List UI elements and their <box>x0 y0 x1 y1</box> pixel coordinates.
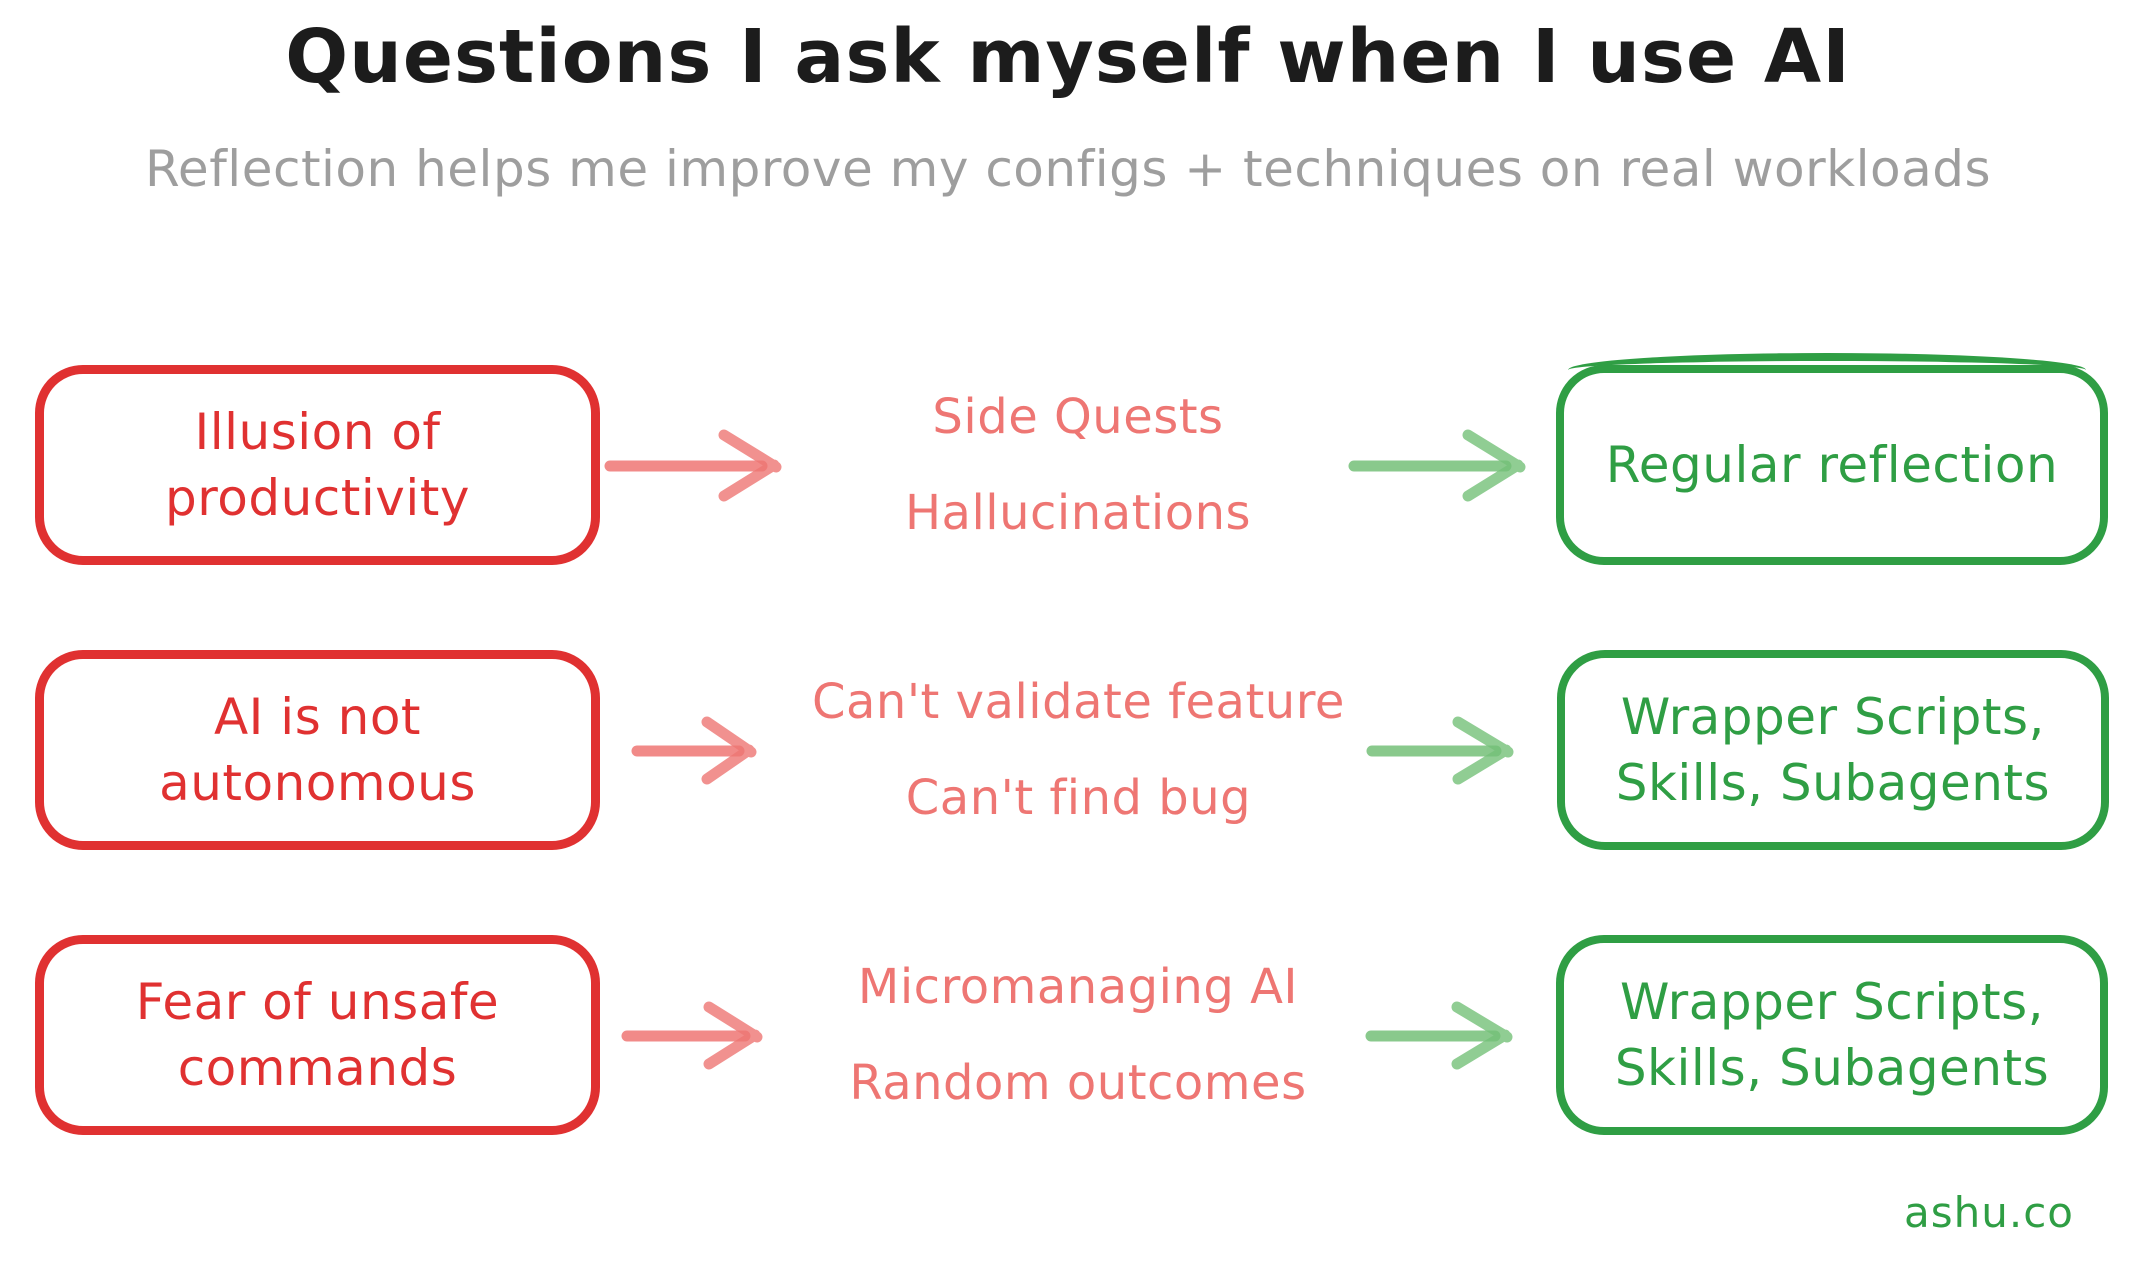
symptom-list: Can't validate feature Can't find bug <box>812 678 1345 822</box>
solution-text-line: Wrapper Scripts, <box>1619 973 2045 1031</box>
arrow-right-icon <box>604 429 782 502</box>
solution-text-line: Wrapper Scripts, <box>1620 688 2045 746</box>
page-title: Questions I ask myself when I use AI <box>285 14 1851 100</box>
problem-box: AI is not autonomous <box>35 650 600 850</box>
arrow-cell <box>600 710 812 790</box>
arrow-cell <box>1345 710 1557 790</box>
arrow-right-icon <box>1366 716 1514 785</box>
arrow-right-icon <box>621 1001 763 1070</box>
problem-box: Illusion of productivity <box>35 365 600 565</box>
solution-box: Wrapper Scripts, Skills, Subagents <box>1556 935 2108 1135</box>
symptom-line: Can't find bug <box>905 770 1252 826</box>
flow-row-2: AI is not autonomous Can't validate feat… <box>35 650 2109 850</box>
flow-row-3: Fear of unsafe commands Micromanaging AI… <box>35 935 2108 1135</box>
problem-text-line: AI is not <box>213 688 422 746</box>
symptom-line: Can't validate feature <box>812 674 1345 730</box>
problem-text-line: Fear of unsafe <box>135 973 500 1031</box>
symptom-line: Side Quests <box>932 389 1224 445</box>
symptom-list: Micromanaging AI Random outcomes <box>812 963 1344 1107</box>
solution-box: Wrapper Scripts, Skills, Subagents <box>1556 650 2109 850</box>
problem-box: Fear of unsafe commands <box>35 935 600 1135</box>
arrow-cell <box>600 425 812 505</box>
problem-text-line: commands <box>177 1039 458 1097</box>
solution-box: Regular reflection <box>1556 353 2108 565</box>
symptom-line: Micromanaging AI <box>857 959 1299 1015</box>
arrow-right-icon <box>631 716 757 785</box>
problem-text-line: productivity <box>165 469 470 527</box>
symptom-line: Hallucinations <box>904 485 1252 541</box>
solution-text-line: Regular reflection <box>1605 436 2059 494</box>
symptom-line: Random outcomes <box>849 1055 1307 1111</box>
flow-row-1: Illusion of productivity Side Quests Hal… <box>35 353 2108 565</box>
arrow-cell <box>1344 425 1556 505</box>
arrow-cell <box>1344 995 1556 1075</box>
problem-text-line: autonomous <box>159 754 476 812</box>
arrow-right-icon <box>1365 1001 1513 1070</box>
solution-text-line: Skills, Subagents <box>1614 1039 2050 1097</box>
arrow-cell <box>600 995 812 1075</box>
arrow-right-icon <box>1348 429 1526 502</box>
page-subtitle: Reflection helps me improve my configs +… <box>144 140 1992 198</box>
watermark: ashu.co <box>1904 1188 2074 1237</box>
symptom-list: Side Quests Hallucinations <box>812 393 1344 537</box>
problem-text-line: Illusion of <box>194 403 441 461</box>
solution-text-line: Skills, Subagents <box>1615 754 2051 812</box>
